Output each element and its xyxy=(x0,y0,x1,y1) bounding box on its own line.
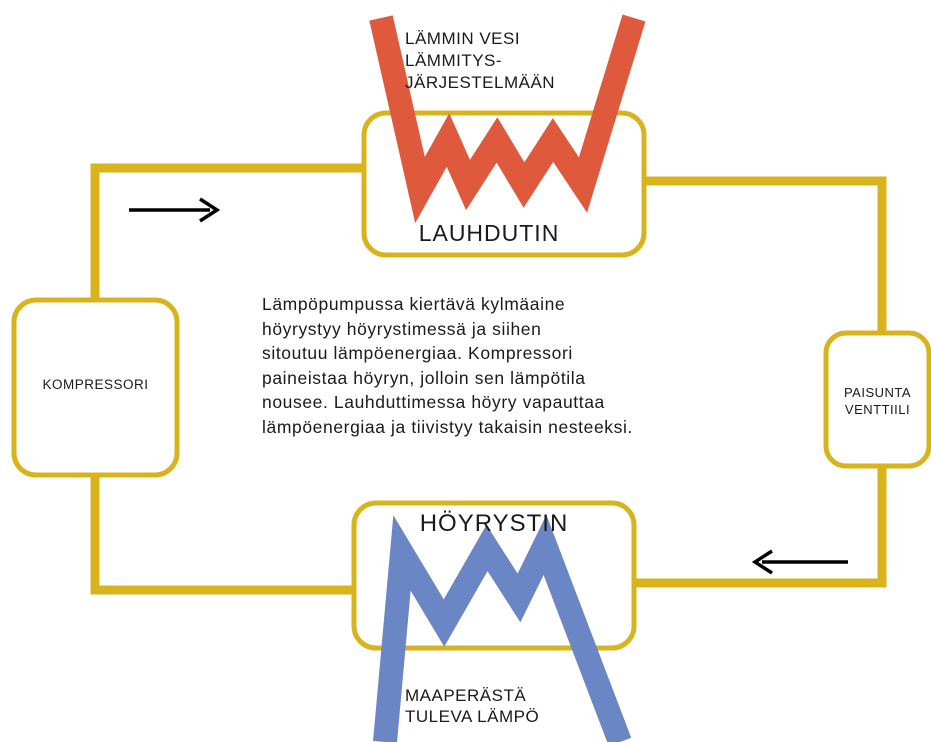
description-text: Lämpöpumpussa kiertävä kylmäaine höyryst… xyxy=(262,292,802,439)
hot-water-label-line: JÄRJESTELMÄÄN xyxy=(405,73,556,92)
evaporator-label: HÖYRYSTIN xyxy=(419,510,569,537)
description-line: Lämpöpumpussa kiertävä kylmäaine xyxy=(262,294,566,314)
hot-water-label-line: LÄMMITYS- xyxy=(405,51,503,70)
description-line: sitoutuu lämpöenergiaa. Kompressori xyxy=(262,343,573,363)
ground-heat-label: MAAPERÄSTÄ TULEVA LÄMPÖ xyxy=(405,685,539,727)
hot-water-label-line: LÄMMIN VESI xyxy=(405,29,521,48)
description-line: nousee. Lauhduttimessa höyry vapauttaa xyxy=(262,392,605,412)
description-line: höyrystyy höyrystimessä ja siihen xyxy=(262,318,542,339)
ground-heat-label-line: MAAPERÄSTÄ xyxy=(405,686,527,705)
ground-heat-coil xyxy=(373,514,632,742)
flow-arrow-left-icon xyxy=(751,549,848,575)
expansion-valve-box xyxy=(823,330,931,469)
hot-water-coil xyxy=(369,14,646,224)
description-line: paineistaa höyryn, jolloin sen lämpötila xyxy=(262,367,586,388)
condenser-label: LAUHDUTIN xyxy=(418,220,560,246)
expansion-valve-label: PAISUNTA VENTTIILI xyxy=(826,384,929,418)
compressor-box xyxy=(11,297,180,478)
expansion-valve-label-line: VENTTIILI xyxy=(844,402,911,417)
refrigerant-circuit xyxy=(90,163,887,595)
description-line: lämpöenergiaa ja tiivistyy takaisin nest… xyxy=(262,416,633,437)
ground-heat-label-line: TULEVA LÄMPÖ xyxy=(405,707,540,726)
flow-arrow-right-icon xyxy=(129,197,221,223)
compressor-label: KOMPRESSORI xyxy=(42,377,149,392)
hot-water-label: LÄMMIN VESI LÄMMITYS- JÄRJESTELMÄÄN xyxy=(405,28,555,94)
expansion-valve-label-line: PAISUNTA xyxy=(843,385,912,400)
